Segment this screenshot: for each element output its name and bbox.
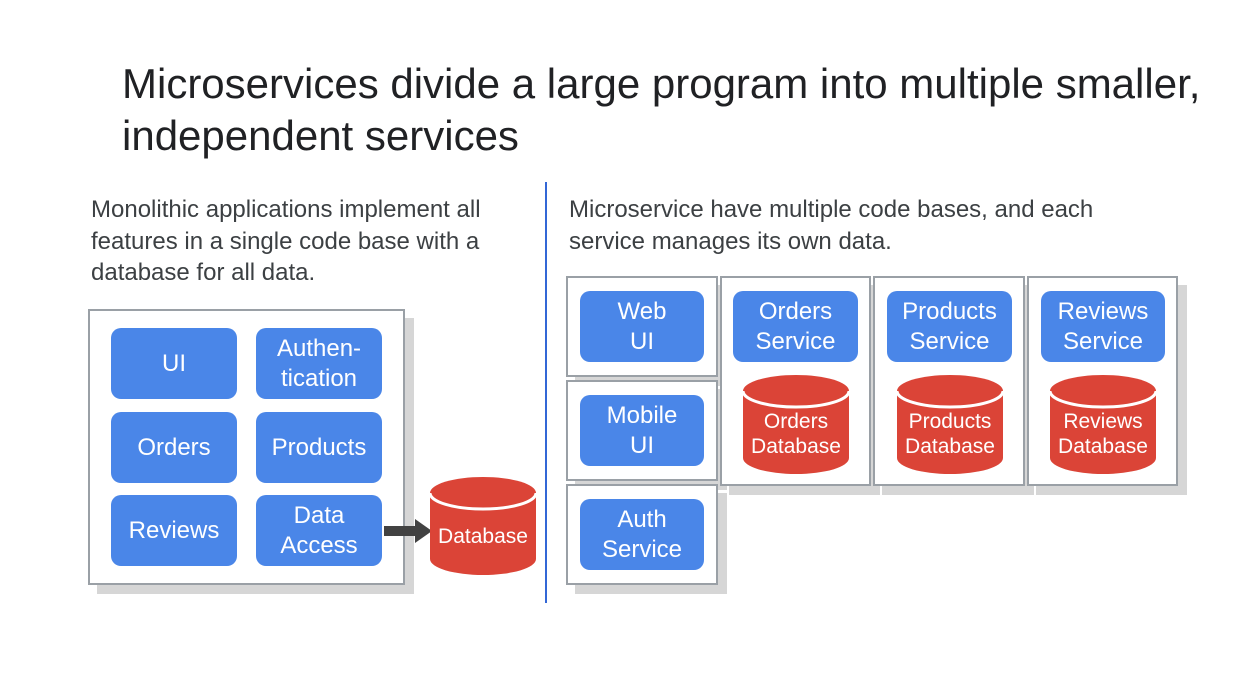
monolith-data-access-box: Data Access xyxy=(256,495,382,566)
web-ui-box: Web UI xyxy=(580,291,704,362)
monolith-database: Database xyxy=(429,476,537,576)
orders-service-box: Orders Service xyxy=(733,291,858,362)
reviews-database-label: Reviews Database xyxy=(1058,410,1148,458)
orders-database: Orders Database xyxy=(742,374,850,475)
monolith-description: Monolithic applications implement all fe… xyxy=(91,196,481,286)
products-database-label: Products Database xyxy=(905,410,995,458)
monolith-authentication-box: Authen- tication xyxy=(256,328,382,399)
reviews-service-box: Reviews Service xyxy=(1041,291,1165,362)
mobile-ui-box: Mobile UI xyxy=(580,395,704,466)
monolith-database-label: Database xyxy=(438,525,528,548)
monolith-reviews-box: Reviews xyxy=(111,495,237,566)
monolith-orders-box: Orders xyxy=(111,412,237,483)
products-database: Products Database xyxy=(896,374,1004,475)
microservices-description: Microservice have multiple code bases, a… xyxy=(569,196,1094,255)
section-divider xyxy=(545,182,547,603)
auth-service-box: Auth Service xyxy=(580,499,704,570)
arrow-icon xyxy=(384,519,432,543)
products-service-box: Products Service xyxy=(887,291,1012,362)
monolith-ui-box: UI xyxy=(111,328,237,399)
monolith-products-box: Products xyxy=(256,412,382,483)
slide-title: Microservices divide a large program int… xyxy=(122,60,1201,159)
orders-database-label: Orders Database xyxy=(751,410,841,458)
reviews-database: Reviews Database xyxy=(1049,374,1157,475)
